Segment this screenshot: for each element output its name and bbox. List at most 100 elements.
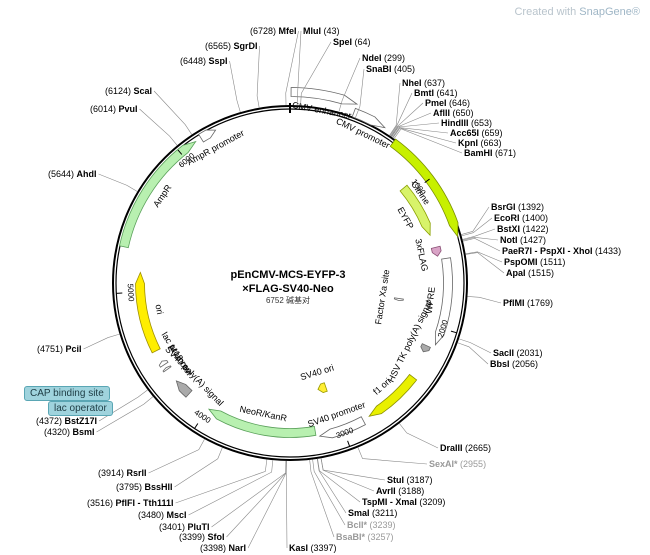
site-label-bsrgi: BsrGI (1392) bbox=[491, 202, 544, 212]
site-label-mlui: MluI (43) bbox=[303, 26, 340, 36]
site-label-xmai: TspMI - XmaI (3209) bbox=[362, 497, 445, 507]
site-name: DraIII bbox=[440, 443, 463, 453]
site-pos: (1392) bbox=[518, 202, 544, 212]
feature-ori bbox=[135, 271, 161, 354]
site-name: BclI* bbox=[347, 520, 368, 530]
feature-label-factor-xa-site: Factor Xa site bbox=[373, 269, 391, 325]
site-name: SexAI* bbox=[429, 459, 458, 469]
site-leader-line bbox=[211, 460, 287, 528]
site-name: TspMI - XmaI bbox=[362, 497, 417, 507]
site-leader-line bbox=[392, 127, 457, 144]
site-label-acc65i: Acc65I (659) bbox=[450, 128, 503, 138]
site-name: SacII bbox=[493, 348, 514, 358]
site-name: ApaI bbox=[506, 268, 526, 278]
site-name: PciI bbox=[66, 344, 82, 354]
plasmid-name-line2: ×FLAG-SV40-Neo bbox=[242, 283, 334, 295]
feature-m13-rev bbox=[162, 365, 172, 373]
cap-binding-site-box: CAP binding site bbox=[24, 386, 110, 401]
site-name: NotI bbox=[500, 235, 518, 245]
site-leader-line bbox=[462, 237, 499, 241]
site-leader-line bbox=[285, 30, 299, 106]
feature-cmv-promoter bbox=[351, 107, 386, 129]
watermark-prefix: Created with bbox=[514, 6, 580, 18]
site-leader-line bbox=[390, 102, 424, 137]
site-leader-line bbox=[392, 127, 449, 138]
site-name: EcoRI bbox=[494, 213, 520, 223]
site-pos: (4751) bbox=[37, 344, 63, 354]
site-name: BamHI bbox=[464, 148, 493, 158]
site-leader-line bbox=[389, 92, 413, 136]
site-label-hindiii: HindIII (653) bbox=[441, 118, 492, 128]
site-name: KasI bbox=[289, 543, 308, 553]
site-pos: (3211) bbox=[372, 508, 397, 518]
site-pos: (299) bbox=[384, 53, 405, 63]
site-pos: (3239) bbox=[370, 520, 396, 530]
site-pos: (1433) bbox=[595, 246, 621, 256]
site-name: SspI bbox=[209, 56, 228, 66]
site-pos: (1769) bbox=[527, 298, 553, 308]
site-leader-line bbox=[320, 458, 386, 481]
lac-operator-box: lac operator bbox=[48, 401, 113, 416]
site-label-xhoi: PaeR7I - PspXI - XhoI (1433) bbox=[502, 246, 621, 256]
site-name: PmeI bbox=[425, 98, 447, 108]
site-name: RsrII bbox=[127, 468, 147, 478]
site-leader-line bbox=[458, 338, 492, 354]
site-leader-line bbox=[247, 460, 287, 549]
site-leader-line bbox=[316, 458, 347, 514]
snapgene-watermark: Created with SnapGene® bbox=[514, 6, 640, 18]
feature-label-ori: ori bbox=[153, 303, 165, 315]
site-pos: (641) bbox=[437, 88, 458, 98]
site-label-sacii: SacII (2031) bbox=[493, 348, 543, 358]
site-leader-line bbox=[462, 228, 496, 240]
site-label-sfoi: (3399) SfoI bbox=[179, 532, 225, 542]
site-pos: (671) bbox=[495, 148, 516, 158]
site-pos: (646) bbox=[449, 98, 470, 108]
site-label-aflii: AflII (650) bbox=[433, 108, 474, 118]
site-label-bsmi: (4320) BsmI bbox=[44, 427, 95, 437]
site-pos: (1515) bbox=[528, 268, 554, 278]
site-name: NheI bbox=[402, 78, 422, 88]
site-pos: (4372) bbox=[36, 416, 62, 426]
site-name: SgrDI bbox=[234, 41, 258, 51]
site-pos: (2955) bbox=[460, 459, 486, 469]
site-label-rsrii: (3914) RsrII bbox=[98, 468, 147, 478]
site-name: AflII bbox=[433, 108, 450, 118]
site-label-apai: ApaI (1515) bbox=[506, 268, 554, 278]
site-pos: (3480) bbox=[138, 510, 164, 520]
site-label-avrii: AvrII (3188) bbox=[376, 486, 424, 496]
site-name: AvrII bbox=[376, 486, 396, 496]
site-label-kpni: KpnI (663) bbox=[458, 138, 502, 148]
site-leader-line bbox=[296, 30, 302, 106]
feature-label-m13-rev: M13 rev bbox=[167, 343, 194, 376]
site-name: BsrGI bbox=[491, 202, 516, 212]
site-leader-line bbox=[317, 458, 361, 503]
feature-citrine bbox=[389, 138, 459, 238]
site-name: BssHII bbox=[145, 482, 173, 492]
site-name: BbsI bbox=[490, 359, 510, 369]
site-name: BsaBI* bbox=[336, 532, 366, 542]
site-name: PflMI bbox=[503, 298, 525, 308]
site-label-bsshii: (3795) BssHII bbox=[116, 482, 173, 492]
site-leader-line bbox=[461, 206, 490, 235]
site-leader-line bbox=[174, 447, 223, 488]
site-leader-line bbox=[153, 90, 193, 135]
site-pos: (1422) bbox=[523, 224, 549, 234]
site-name: NarI bbox=[229, 543, 247, 553]
site-leader-line bbox=[148, 439, 205, 474]
site-pos: (3257) bbox=[368, 532, 394, 542]
site-pos: (64) bbox=[355, 37, 371, 47]
site-label-pluti: (3401) PluTI bbox=[159, 522, 210, 532]
site-pos: (2031) bbox=[517, 348, 543, 358]
feature-eyfp bbox=[399, 184, 431, 237]
site-leader-line bbox=[96, 396, 154, 433]
site-name: BstXI bbox=[497, 224, 520, 234]
site-name: Acc65I bbox=[450, 128, 479, 138]
watermark-brand: SnapGene® bbox=[579, 6, 640, 18]
site-pos: (3516) bbox=[87, 498, 113, 508]
tick-mark bbox=[424, 178, 430, 184]
feature-sv40-ori bbox=[317, 382, 328, 394]
site-leader-line bbox=[461, 217, 493, 237]
site-label-bsabi: BsaBI* (3257) bbox=[336, 532, 394, 542]
